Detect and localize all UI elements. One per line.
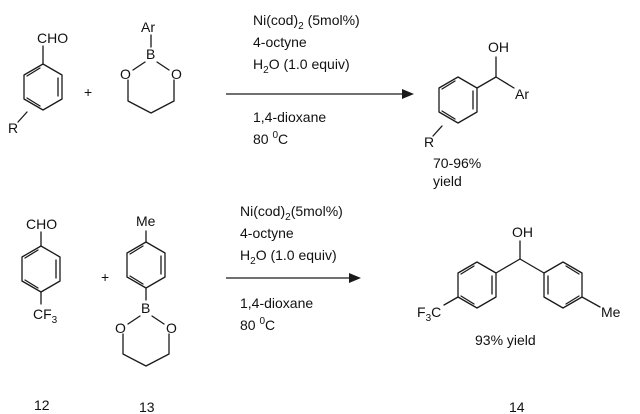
water-line: H2O (1.0 equiv) (253, 56, 350, 76)
me-label: Me (136, 213, 156, 229)
temperature-line: 80 0C (253, 130, 288, 147)
compound-12-structure: CHO CF3 (21, 216, 61, 326)
r-bond (432, 125, 443, 137)
compound-13-structure: Me B O O (115, 213, 177, 367)
oxygen-label-right: O (166, 320, 177, 336)
reaction-2: CHO CF3 + Me B O O Ni(cod)2(5mol%) (21, 203, 621, 367)
plus-sign: + (101, 269, 109, 285)
r-group-label: R (424, 134, 434, 150)
ring-double-bond (129, 275, 144, 285)
carbinol-bond-left (495, 258, 521, 274)
conditions-2: Ni(cod)2(5mol%) 4-octyne H2O (1.0 equiv)… (240, 203, 343, 333)
b-o-bond (156, 61, 170, 71)
carbinol-bond-right (519, 258, 545, 274)
ring-double-bond (460, 295, 475, 305)
solvent-line: 1,4-dioxane (253, 109, 326, 125)
b-o-bond (132, 61, 146, 71)
cho-label: CHO (26, 216, 57, 232)
benzene-ring (126, 241, 166, 289)
compound-14-structure: OH F3C Me 93% yield (417, 224, 621, 348)
ring-double-bond (26, 97, 41, 107)
reaction-1: CHO R + Ar B O O Ni(cod)2 (5mol%) 4-octy… (8, 12, 529, 189)
yield-text: 93% yield (475, 332, 536, 348)
cho-label: CHO (37, 30, 68, 46)
ring-double-bond (24, 249, 39, 259)
yield-word: yield (433, 173, 462, 189)
benzene-ring-right (543, 261, 583, 309)
dioxaborinane-ring (122, 333, 170, 367)
arrow-head (402, 89, 414, 99)
benzene-ring-left (457, 261, 497, 309)
arrow-head (349, 273, 361, 283)
boron-label: B (141, 300, 150, 316)
benzene-ring (21, 245, 61, 293)
oxygen-label-left: O (115, 320, 126, 336)
cf3-label: CF3 (33, 306, 58, 326)
ring-double-bond (441, 80, 456, 90)
oxygen-label-left: O (120, 66, 131, 82)
catalyst-line: Ni(cod)2(5mol%) (240, 203, 343, 223)
oh-label: OH (488, 39, 509, 55)
solvent-line: 1,4-dioxane (240, 295, 313, 311)
f3c-label: F3C (417, 304, 441, 324)
additive-line: 4-octyne (240, 225, 294, 241)
catalyst-line: Ni(cod)2 (5mol%) (253, 12, 360, 32)
plus-sign: + (84, 84, 92, 100)
compound-number-14: 14 (509, 399, 525, 414)
benzaldehyde-structure: CHO R (8, 30, 68, 136)
c-ar-bond (495, 76, 515, 89)
temperature-line: 80 0C (240, 316, 275, 333)
reaction-arrow-2 (226, 273, 361, 283)
benzene-ring (438, 76, 478, 124)
ring-double-bond (565, 295, 580, 305)
compound-numbers: 12 13 14 (34, 397, 525, 414)
b-o-bond (127, 315, 141, 325)
oh-label: OH (512, 224, 533, 240)
water-line: H2O (1.0 equiv) (240, 247, 337, 267)
benzene-ring (23, 63, 63, 111)
conditions-1: Ni(cod)2 (5mol%) 4-octyne H2O (1.0 equiv… (253, 12, 360, 147)
aryl-boronate-structure: Ar B O O (120, 19, 182, 114)
ring-double-bond (24, 279, 39, 289)
yield-percent: 70-96% (433, 155, 481, 171)
cf3-bond (443, 296, 459, 306)
boron-label: B (146, 46, 155, 62)
dioxaborinane-ring (127, 79, 175, 114)
ring-double-bond (26, 67, 41, 77)
carbinol-bond (476, 76, 497, 89)
ar-label: Ar (515, 86, 529, 102)
r-group-label: R (8, 120, 18, 136)
additive-line: 4-octyne (253, 34, 307, 50)
compound-number-13: 13 (139, 399, 155, 414)
ring-double-bond (129, 245, 144, 255)
ring-double-bond (565, 265, 580, 275)
b-o-bond (151, 315, 165, 325)
ring-double-bond (460, 265, 475, 275)
product-1-structure: OH Ar R 70-96% yield (424, 39, 529, 189)
me-bond (581, 296, 601, 308)
ar-label: Ar (141, 19, 155, 35)
compound-number-12: 12 (34, 397, 50, 413)
me-label: Me (601, 304, 621, 320)
oxygen-label-right: O (171, 66, 182, 82)
ring-double-bond (441, 110, 456, 120)
r-bond (17, 111, 28, 123)
reaction-arrow-1 (226, 89, 414, 99)
